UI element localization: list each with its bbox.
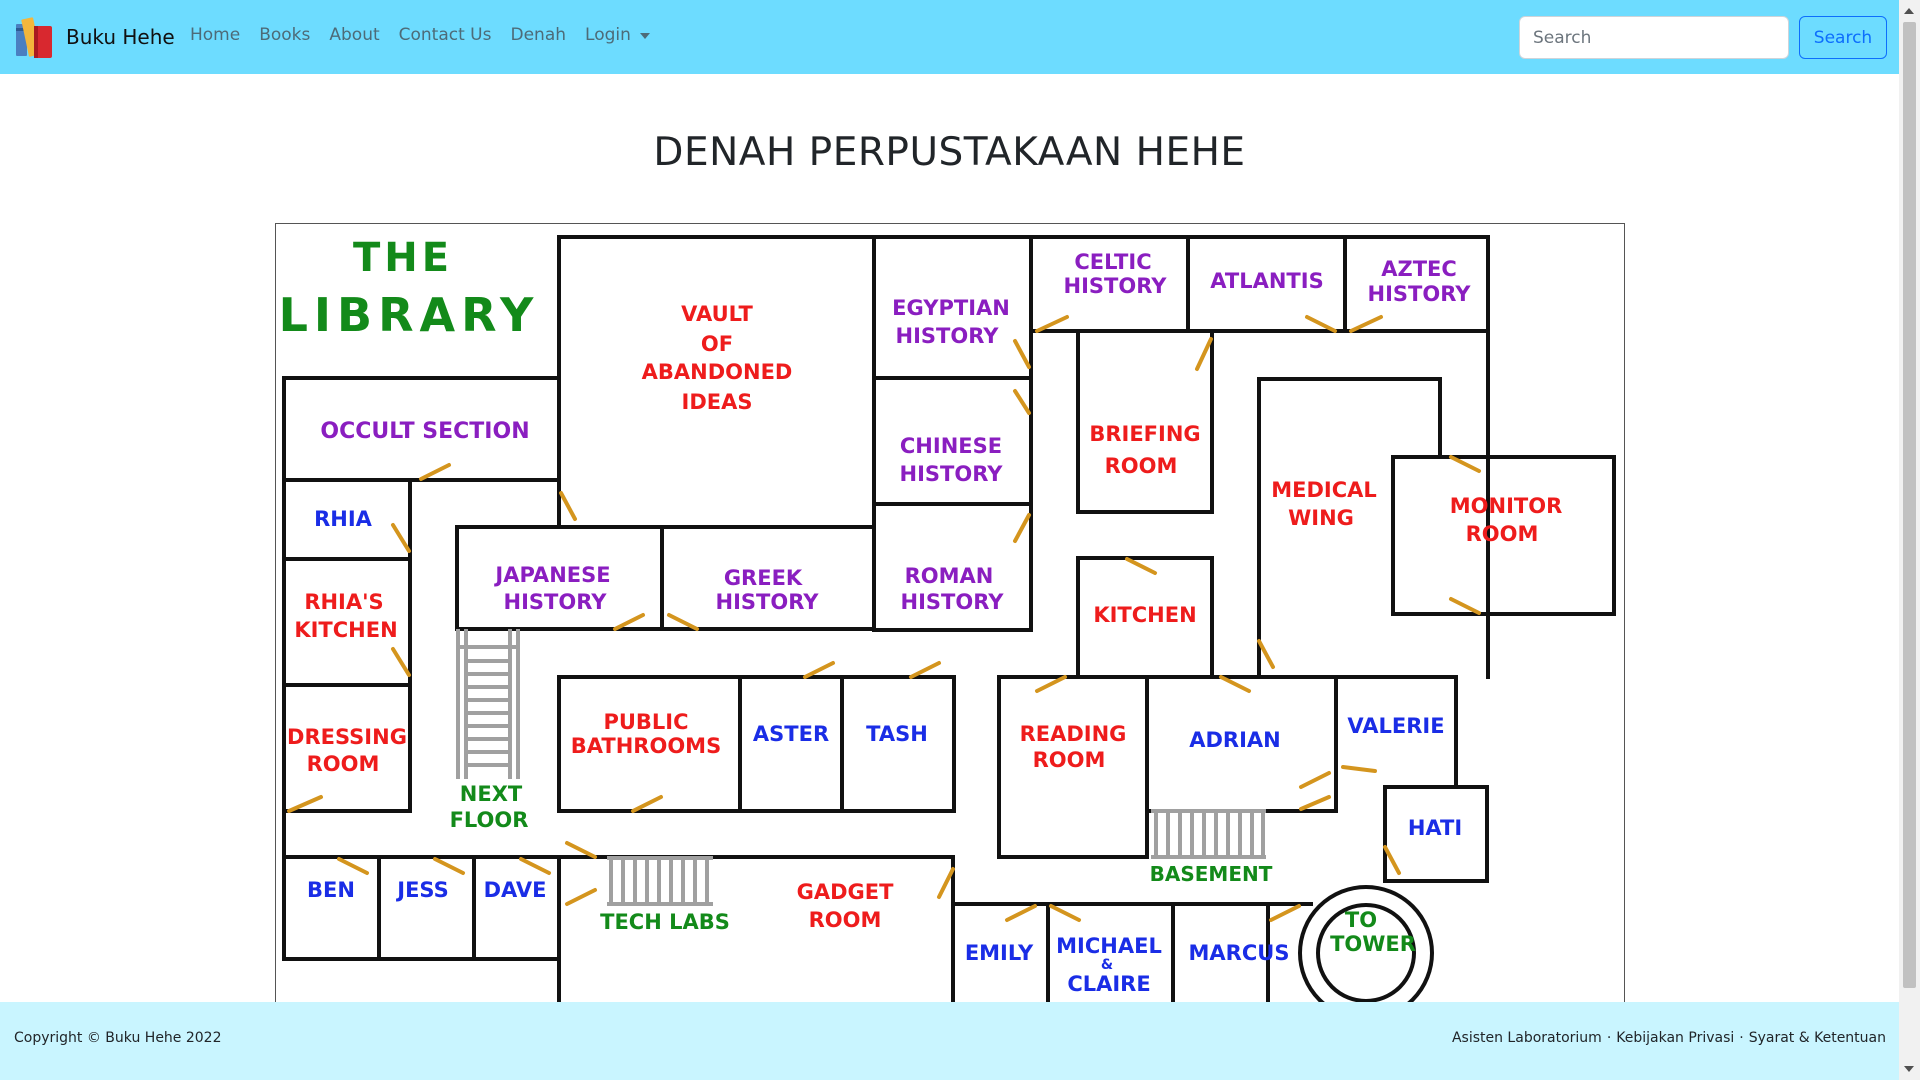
footer-link-asisten[interactable]: Asisten Laboratorium (1451, 1030, 1602, 1046)
nav-home[interactable]: Home (190, 25, 241, 45)
nav-login-label: Login (585, 25, 631, 45)
room-medical-label: MEDICAL (1271, 478, 1377, 502)
room-tash-label: TASH (866, 722, 928, 746)
room-japanese-label: JAPANESE (493, 563, 610, 587)
map-doors (287, 315, 1481, 922)
room-greek-label: GREEK (724, 566, 803, 590)
search-input[interactable] (1519, 16, 1789, 59)
room-briefing-label: BRIEFING (1089, 422, 1200, 446)
room-emily-label: EMILY (965, 941, 1034, 965)
scroll-up-icon[interactable] (1904, 8, 1914, 14)
room-michael-claire-label: & (1101, 957, 1113, 973)
room-chinese-label: HISTORY (900, 462, 1004, 486)
room-reading-label: READING (1020, 722, 1127, 746)
scrollbar-thumb[interactable] (1903, 22, 1916, 988)
room-aztec-label: HISTORY (1368, 282, 1472, 306)
nav-login-dropdown[interactable]: Login (585, 25, 650, 45)
page-scrollbar[interactable] (1899, 0, 1920, 1080)
room-rhias-kitchen-label: KITCHEN (294, 618, 397, 642)
footer-link-terms[interactable]: Syarat & Ketentuan (1748, 1030, 1886, 1046)
room-egyptian-label: EGYPTIAN (892, 296, 1010, 320)
room-michael-claire-label: MICHAEL (1056, 934, 1162, 958)
room-celtic-label: HISTORY (1064, 274, 1168, 298)
brand-link[interactable]: Buku Hehe (14, 14, 175, 60)
brand-name: Buku Hehe (66, 25, 175, 49)
room-egyptian-label: HISTORY (896, 324, 1000, 348)
tower-label: TO (1345, 908, 1377, 932)
room-roman-label: HISTORY (901, 590, 1005, 614)
room-occult-label: OCCULT SECTION (320, 419, 529, 444)
room-vault-label: IDEAS (682, 390, 753, 414)
nav-about[interactable]: About (329, 25, 380, 45)
room-aster-label: ASTER (753, 722, 829, 746)
room-aztec-label: AZTEC (1381, 257, 1457, 281)
room-public-bath-label: PUBLIC (603, 710, 688, 734)
room-ben-label: BEN (307, 878, 355, 902)
room-michael-claire-label: CLAIRE (1067, 972, 1150, 996)
room-valerie-label: VALERIE (1347, 714, 1444, 738)
map-labels: THE LIBRARY VAULT OF ABANDONED IDEAS EGY… (279, 235, 1563, 996)
room-dressing-label: DRESSING (287, 725, 407, 749)
map-walls (282, 235, 1616, 1003)
copyright-text: Copyright © Buku Hehe 2022 (14, 1030, 222, 1046)
room-monitor-label: ROOM (1466, 522, 1539, 546)
room-atlantis-label: ATLANTIS (1210, 269, 1323, 293)
room-gadget-label: ROOM (809, 908, 882, 932)
room-hati-label: HATI (1408, 816, 1462, 840)
room-roman-label: ROMAN (905, 564, 994, 588)
room-dressing-label: ROOM (307, 752, 380, 776)
room-public-bath-label: BATHROOMS (571, 734, 721, 758)
room-chinese-label: CHINESE (900, 434, 1002, 458)
room-jess-label: JESS (395, 878, 448, 902)
room-medical-label: WING (1288, 506, 1354, 530)
room-vault-label: VAULT (681, 302, 753, 326)
caret-down-icon (639, 33, 650, 39)
footer-separator: · (1739, 1030, 1744, 1046)
room-japanese-label: HISTORY (504, 590, 608, 614)
footer: Copyright © Buku Hehe 2022 Asisten Labor… (0, 1002, 1899, 1080)
map-stairs (456, 629, 1266, 906)
stairs-basement-label: BASEMENT (1150, 862, 1273, 886)
page-title: DENAH PERPUSTAKAAN HEHE (653, 130, 1246, 175)
nav-books[interactable]: Books (259, 25, 311, 45)
room-tech-labs-label: TECH LABS (600, 910, 730, 934)
room-reading-label: ROOM (1033, 748, 1106, 772)
map-title-line2: LIBRARY (279, 288, 540, 342)
room-celtic-label: CELTIC (1074, 250, 1151, 274)
stairs-next-floor-label: FLOOR (450, 808, 529, 832)
room-dave-label: DAVE (484, 878, 547, 902)
room-greek-label: HISTORY (716, 590, 820, 614)
books-icon (16, 17, 52, 58)
footer-separator: · (1606, 1030, 1612, 1046)
room-briefing-label: ROOM (1105, 454, 1178, 478)
nav-denah[interactable]: Denah (510, 25, 567, 45)
nav-links: Home Books About Contact Us Denah Login (190, 0, 650, 70)
search-button[interactable]: Search (1799, 16, 1887, 59)
footer-link-privacy[interactable]: Kebijakan Privasi (1616, 1030, 1735, 1046)
scroll-down-icon[interactable] (1904, 1066, 1914, 1072)
room-rhias-kitchen-label: RHIA'S (304, 590, 383, 614)
room-vault-label: ABANDONED (642, 360, 793, 384)
stairs-next-floor-label: NEXT (460, 782, 523, 806)
nav-contact[interactable]: Contact Us (398, 25, 492, 45)
room-rhia-label: RHIA (314, 507, 373, 531)
room-marcus-label: MARCUS (1189, 941, 1290, 965)
tower-label: TOWER (1330, 932, 1416, 956)
room-vault-label: OF (701, 332, 733, 356)
footer-links: Asisten Laboratorium · Kebijakan Privasi… (1452, 1030, 1886, 1046)
room-adrian-label: ADRIAN (1189, 728, 1281, 752)
map-title-line1: THE (353, 235, 453, 281)
room-kitchen-label: KITCHEN (1093, 603, 1196, 627)
navbar: Buku Hehe Home Books About Contact Us De… (0, 0, 1899, 74)
library-map: THE LIBRARY VAULT OF ABANDONED IDEAS EGY… (275, 223, 1625, 1003)
room-monitor-label: MONITOR (1450, 494, 1563, 518)
room-gadget-label: GADGET (797, 880, 895, 904)
